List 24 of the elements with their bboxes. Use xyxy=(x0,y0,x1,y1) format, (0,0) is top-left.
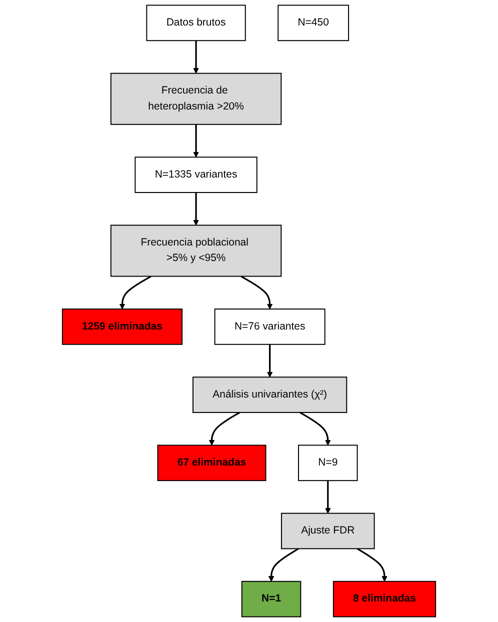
node-box: N=1335 variantes xyxy=(134,156,258,193)
arrow xyxy=(300,412,331,446)
node-box: N=450 xyxy=(278,4,350,42)
arrow xyxy=(193,124,199,158)
arrow xyxy=(240,276,273,310)
arrow xyxy=(119,276,152,310)
arrow xyxy=(268,548,299,582)
node-box: Datos brutos xyxy=(146,4,246,42)
node-box: N=76 variantes xyxy=(214,308,326,345)
arrow xyxy=(193,192,199,226)
node-box: Frecuencia de heteroplasmia >20% xyxy=(110,72,282,125)
arrow xyxy=(208,412,240,446)
arrow xyxy=(356,548,388,582)
arrow xyxy=(193,40,199,74)
arrow xyxy=(325,480,331,514)
node-box: N=9 xyxy=(298,444,358,482)
node-box: N=1 xyxy=(241,580,302,618)
node-box: Ajuste FDR xyxy=(280,512,375,550)
node-box: 8 eliminadas xyxy=(332,580,436,618)
node-box: 67 eliminadas xyxy=(157,444,266,482)
node-box: Análisis univariantes (χ²) xyxy=(192,376,348,413)
node-box: 1259 eliminadas xyxy=(62,308,183,345)
node-box: Frecuencia poblacional >5% y <95% xyxy=(110,224,282,277)
arrow xyxy=(266,344,273,378)
